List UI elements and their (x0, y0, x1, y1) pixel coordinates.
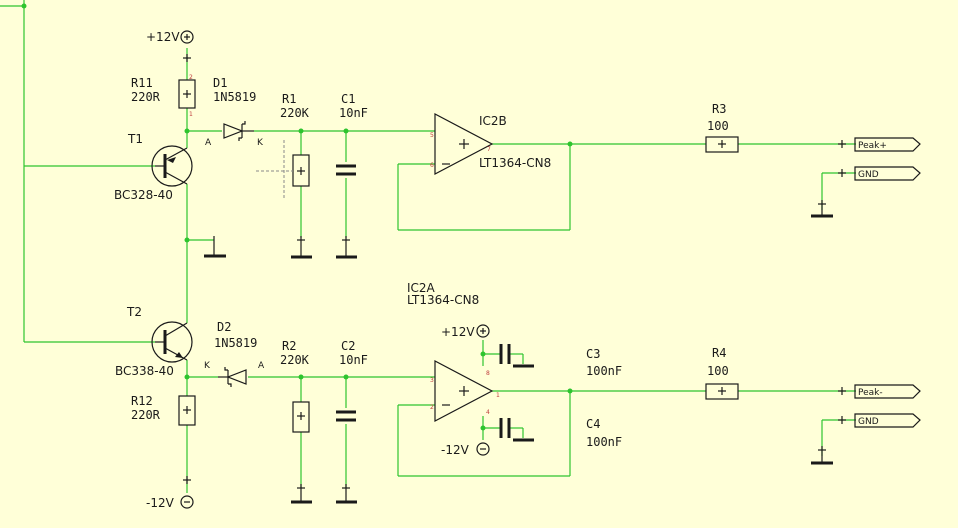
r4-value: 100 (707, 364, 729, 378)
port-peak-plus: Peak+ (838, 137, 921, 152)
ic2b-value: LT1364-CN8 (479, 156, 551, 170)
r2-value: 220K (280, 353, 310, 367)
svg-text:Peak+: Peak+ (858, 141, 887, 151)
power-plus12-ic: +12V (441, 324, 490, 339)
d1-ref: D1 (213, 76, 227, 90)
t2-ref: T2 (126, 305, 142, 319)
d1-value: 1N5819 (213, 90, 256, 104)
svg-text:1: 1 (189, 111, 193, 118)
opamp-ic2a[interactable]: 3 2 1 8 4 (430, 360, 500, 422)
svg-text:8: 8 (486, 370, 490, 377)
c1-ref: C1 (341, 92, 355, 106)
r1-value: 220K (280, 106, 310, 120)
r12-ref: R12 (131, 394, 153, 408)
resistor-r4[interactable]: R4 100 (705, 346, 739, 400)
r1-ref: R1 (282, 92, 296, 106)
svg-text:A: A (258, 361, 265, 371)
r12-value: 220R (131, 408, 161, 422)
svg-text:-12V: -12V (146, 496, 175, 510)
svg-text:A: A (205, 138, 212, 148)
r3-ref: R3 (712, 102, 726, 116)
svg-text:5: 5 (430, 132, 434, 139)
ground-icon (291, 484, 312, 504)
svg-text:2: 2 (189, 74, 193, 81)
junctions (21, 3, 573, 431)
svg-text:+12V: +12V (441, 325, 475, 339)
ground-icon (811, 200, 833, 218)
diode-d1[interactable]: D1 1N5819 A K (205, 76, 264, 148)
wires (0, 0, 856, 493)
svg-text:7: 7 (487, 146, 491, 153)
c1-value: 10nF (339, 106, 368, 120)
c4-value: 100nF (586, 435, 622, 449)
r11-ref: R11 (131, 76, 153, 90)
port-gnd-top: GND (838, 166, 921, 181)
capacitor-c4[interactable]: C4 100nF (499, 417, 622, 449)
svg-text:+12V: +12V (146, 30, 180, 44)
ground-icon (336, 484, 357, 504)
t1-value: BC328-40 (114, 188, 173, 202)
svg-text:4: 4 (486, 409, 490, 416)
ic2b-ref: IC2B (479, 114, 507, 128)
svg-text:2: 2 (430, 404, 434, 411)
opamp-ic2b[interactable]: IC2B LT1364-CN8 5 6 7 (430, 113, 551, 175)
c3-value: 100nF (586, 364, 622, 378)
svg-text:GND: GND (858, 170, 879, 180)
t1-ref: T1 (127, 132, 143, 146)
ic2a-value: LT1364-CN8 (407, 293, 479, 307)
d2-ref: D2 (217, 320, 231, 334)
svg-text:GND: GND (858, 417, 879, 427)
ground-icon (204, 236, 226, 258)
svg-text:-12V: -12V (441, 443, 470, 457)
capacitor-c2[interactable]: C2 10nF (336, 339, 368, 422)
svg-text:1: 1 (496, 392, 500, 399)
r3-value: 100 (707, 119, 729, 133)
c2-ref: C2 (341, 339, 355, 353)
resistor-r2[interactable]: R2 220K (280, 339, 310, 433)
svg-text:Peak-: Peak- (858, 388, 883, 398)
ground-icon (291, 236, 312, 259)
r2-ref: R2 (282, 339, 296, 353)
resistor-r3[interactable]: R3 100 (705, 102, 739, 153)
svg-text:K: K (204, 361, 211, 371)
power-minus12-ic: -12V (441, 442, 490, 457)
svg-text:K: K (257, 138, 264, 148)
capacitor-c1[interactable]: C1 10nF (336, 92, 368, 176)
resistor-r1[interactable]: R1 220K (256, 92, 310, 200)
svg-text:6: 6 (430, 162, 434, 169)
ground-icon (336, 236, 357, 259)
c4-ref: C4 (586, 417, 600, 431)
power-minus12-bottom: -12V (146, 476, 194, 510)
ground-icon (811, 446, 833, 465)
r4-ref: R4 (712, 346, 726, 360)
t2-value: BC338-40 (115, 364, 174, 378)
svg-text:3: 3 (430, 377, 434, 384)
c3-ref: C3 (586, 347, 600, 361)
c2-value: 10nF (339, 353, 368, 367)
resistor-r11[interactable]: R11 220R 2 1 (131, 74, 196, 118)
resistor-r12[interactable]: R12 220R (131, 394, 196, 426)
ic2a-ref: IC2A (407, 281, 436, 295)
transistor-t1[interactable]: T1 BC328-40 (114, 132, 193, 202)
transistor-t2[interactable]: T2 BC338-40 (115, 305, 193, 378)
d2-value: 1N5819 (214, 336, 257, 350)
diode-d2[interactable]: D2 1N5819 K A (204, 320, 265, 387)
port-peak-minus: Peak- (838, 384, 921, 399)
capacitor-c3[interactable]: C3 100nF (499, 344, 622, 378)
power-plus12-top: +12V (146, 30, 194, 62)
port-gnd-bottom: GND (838, 413, 921, 428)
r11-value: 220R (131, 90, 161, 104)
